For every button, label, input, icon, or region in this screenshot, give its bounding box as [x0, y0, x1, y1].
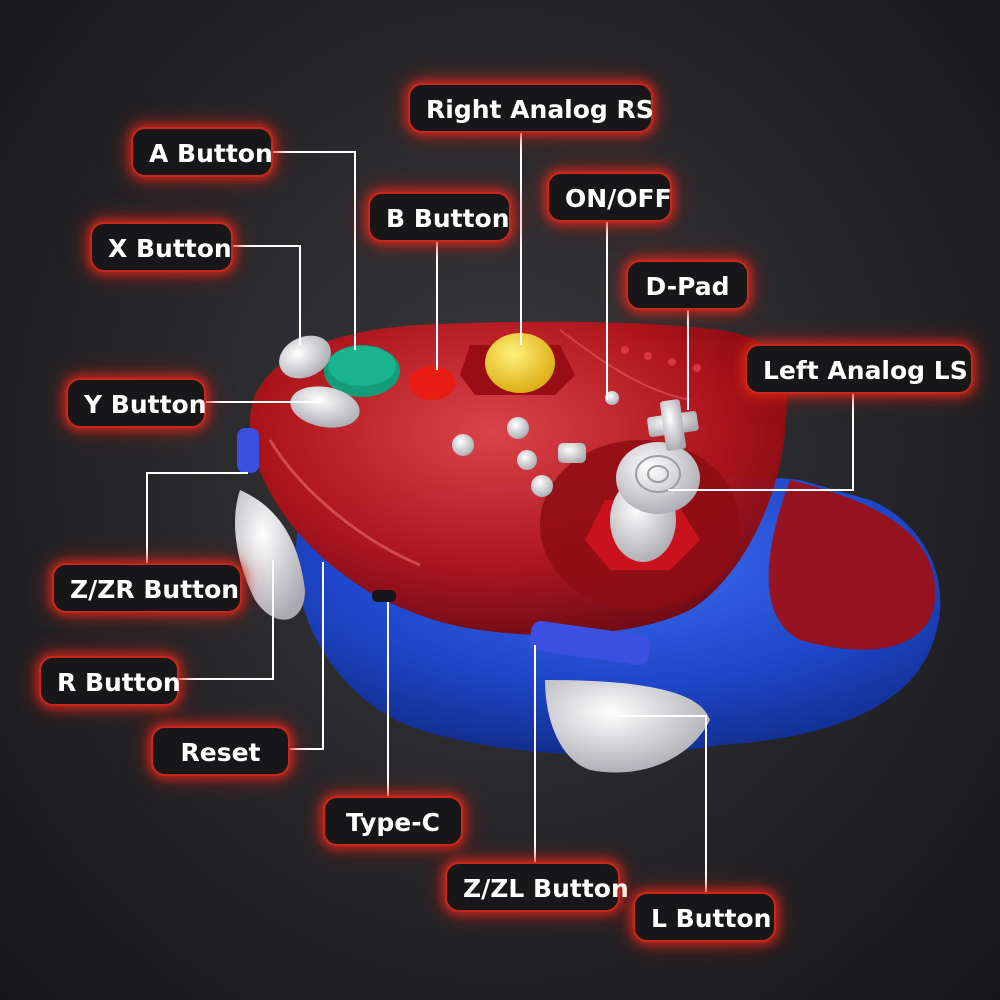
b-button [409, 366, 455, 400]
small-button-4 [531, 475, 553, 497]
zl-bumper [529, 621, 651, 665]
left-analog-line [668, 392, 854, 491]
label-right-analog-rs: Right Analog RS [408, 83, 654, 133]
z-zr-line [146, 472, 248, 564]
power-button [605, 391, 619, 405]
left-stick-cap [616, 442, 700, 514]
y-button [290, 386, 360, 428]
label-a-button: A Button [131, 127, 273, 177]
l-button-line [620, 715, 707, 892]
label-d-pad: D-Pad [626, 260, 749, 310]
reset-line [290, 562, 324, 750]
right-stick-cap [485, 333, 555, 393]
type-c-port [372, 590, 396, 602]
r-button-line [178, 560, 274, 680]
d-pad [647, 399, 699, 451]
a-button-line [272, 151, 356, 350]
small-button-5 [558, 443, 586, 463]
leader-lines [146, 130, 854, 892]
small-button-2 [507, 417, 529, 439]
label-type-c: Type-C [323, 796, 463, 846]
label-reset: Reset [151, 726, 290, 776]
label-z-zr-button: Z/ZR Button [52, 563, 242, 613]
zr-bumper [237, 428, 259, 473]
right-grip [768, 480, 936, 650]
label-r-button: R Button [39, 656, 181, 706]
label-x-button: X Button [90, 222, 233, 272]
label-l-button: L Button [633, 892, 776, 942]
label-on-off: ON/OFF [547, 172, 672, 222]
l-trigger [545, 680, 710, 773]
label-z-zl-button: Z/ZL Button [445, 862, 629, 912]
x-button [279, 335, 331, 379]
r-trigger [235, 490, 305, 620]
label-left-analog-ls: Left Analog LS [745, 344, 973, 394]
small-button-1 [452, 434, 474, 456]
x-button-line [232, 245, 301, 345]
label-y-button: Y Button [66, 378, 207, 428]
label-b-button: B Button [368, 192, 511, 242]
small-button-3 [517, 450, 537, 470]
